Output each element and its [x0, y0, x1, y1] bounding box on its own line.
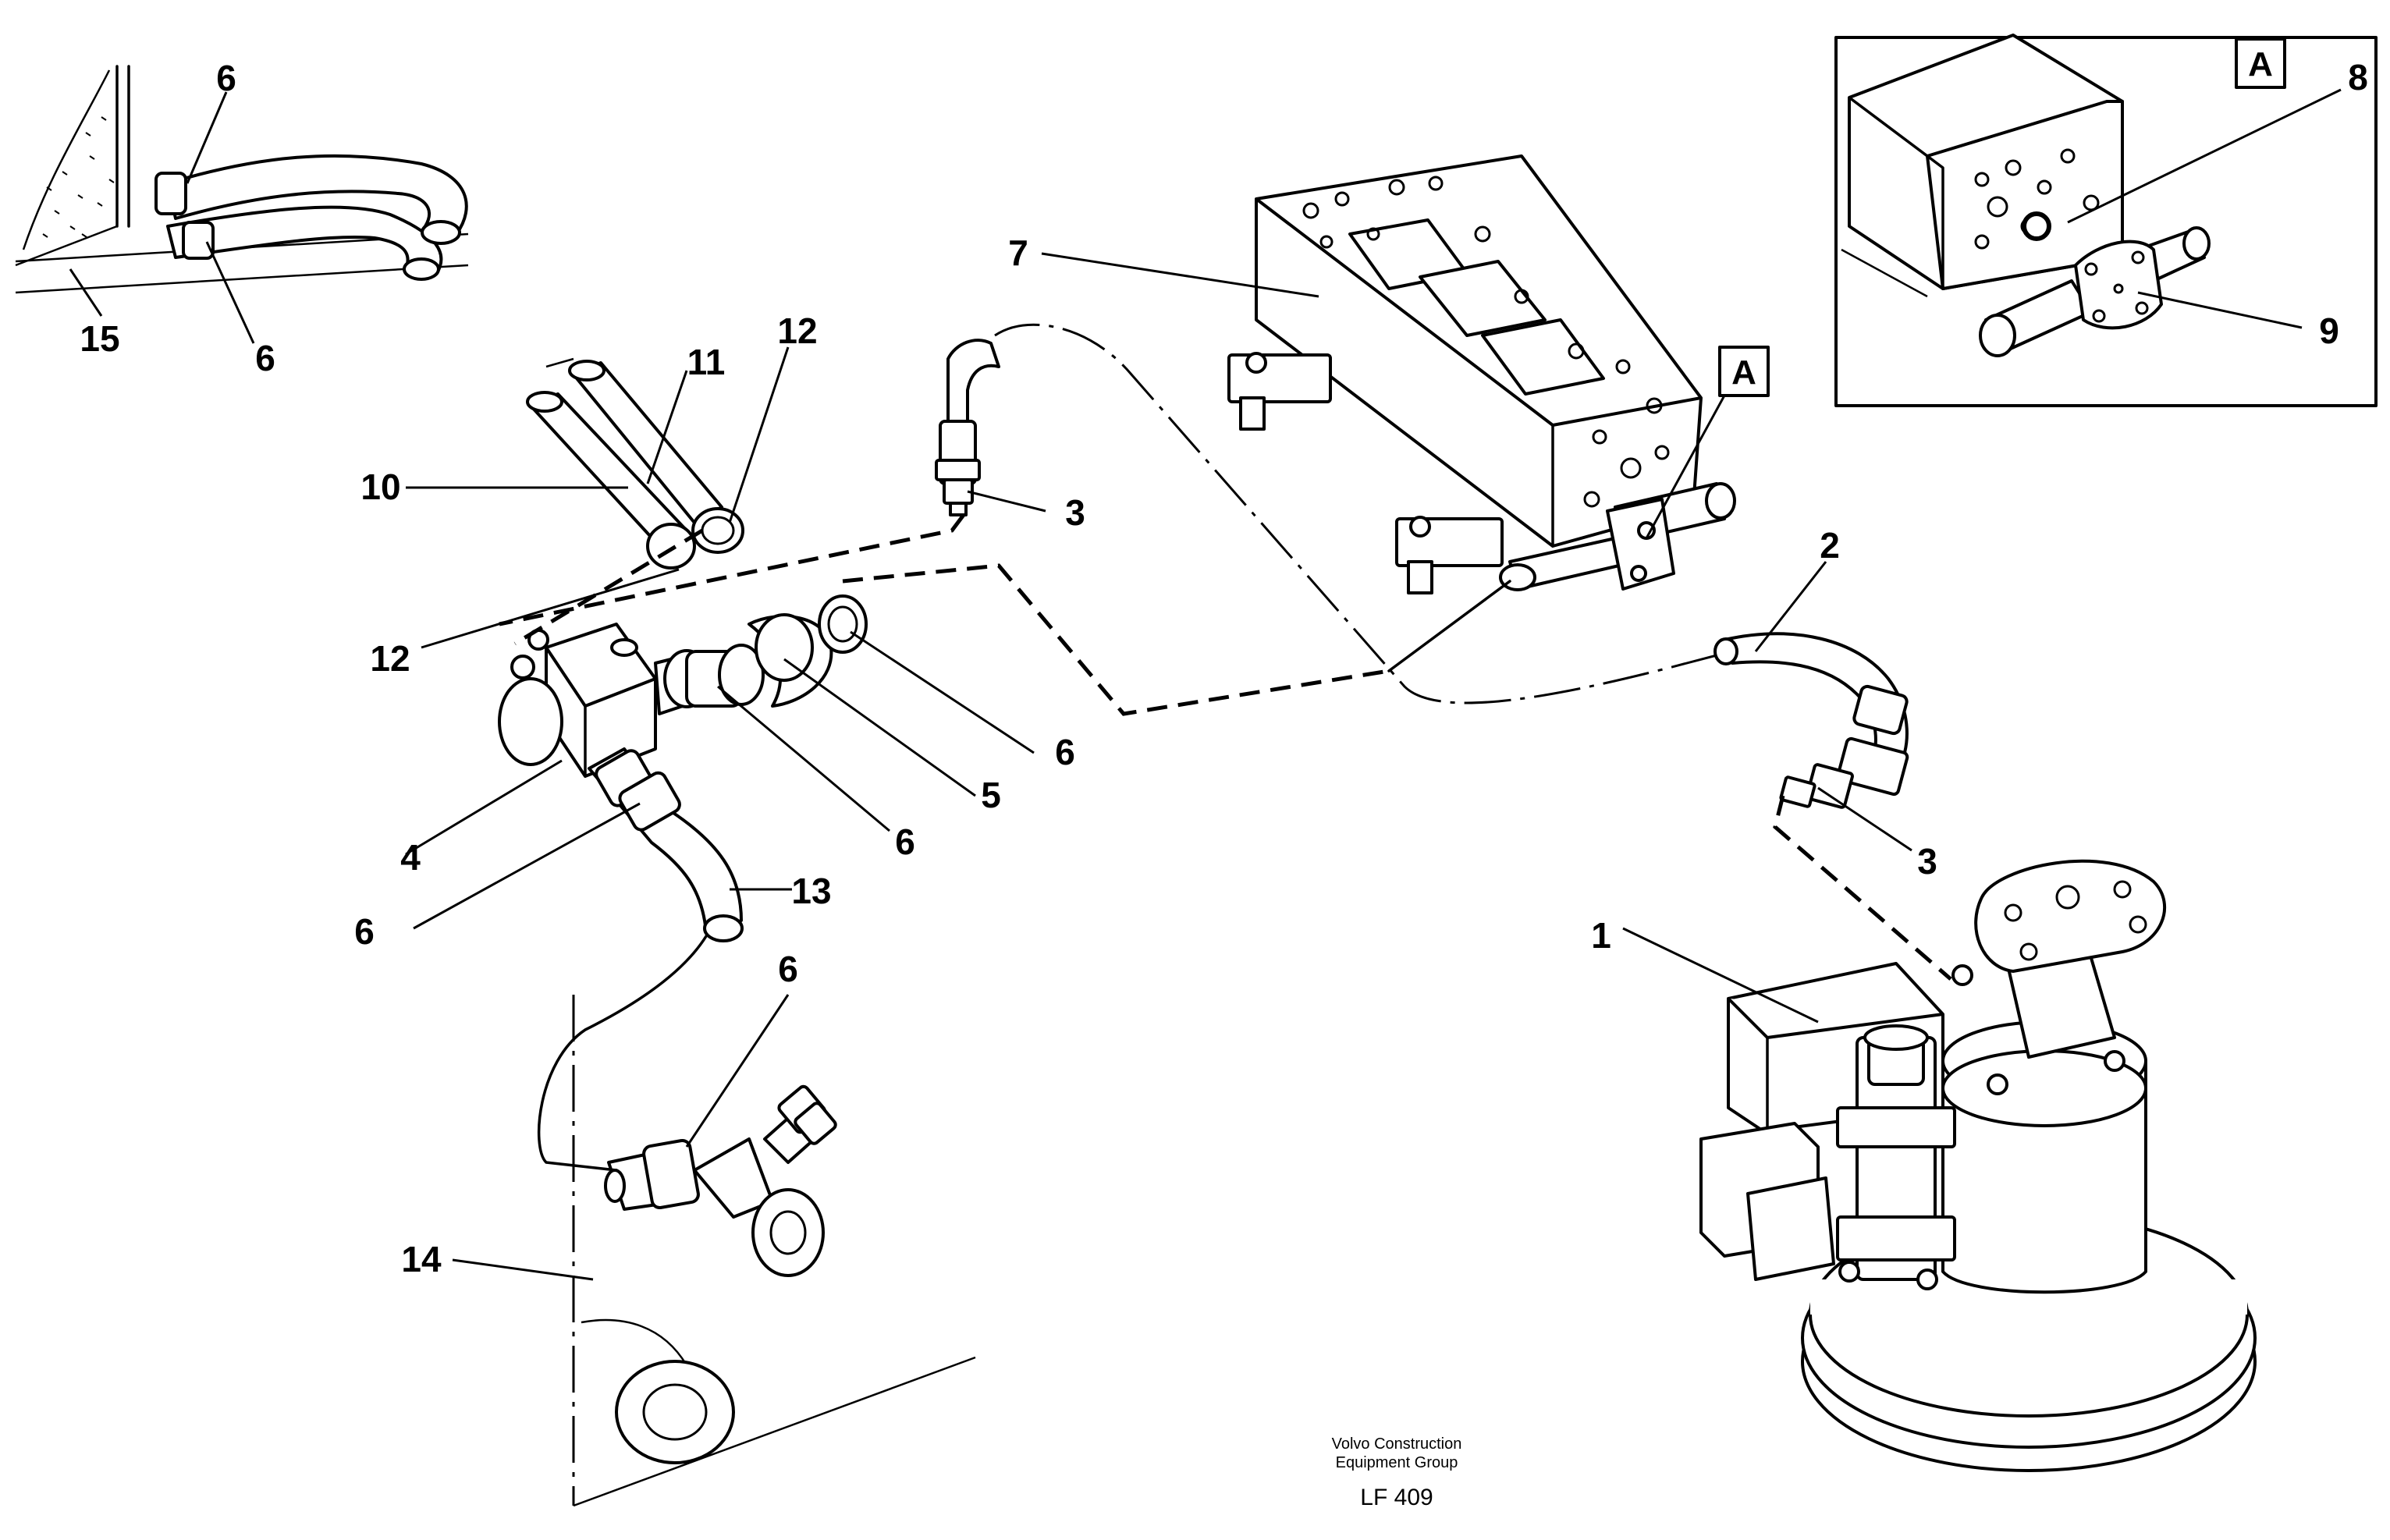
callout-5: 5	[981, 775, 1001, 815]
manifold-ports	[1302, 176, 1670, 508]
tank-outline-14	[572, 995, 976, 1507]
footer-line2: Equipment Group	[1336, 1454, 1458, 1471]
callout-12: 12	[370, 638, 410, 679]
callout-13: 13	[791, 871, 831, 911]
callout-6: 6	[216, 58, 236, 98]
detail-a-reference: A	[1645, 346, 1770, 539]
callout-6: 6	[895, 821, 915, 862]
footer-block: Volvo Construction Equipment Group LF 40…	[1332, 1435, 1462, 1510]
detail-a-inset: A	[1834, 34, 2378, 407]
callout-1: 1	[1591, 915, 1611, 956]
callout-3: 3	[1065, 492, 1085, 533]
hose-2-fitting	[1713, 632, 1909, 809]
hose-fitting-upper	[935, 339, 1000, 516]
callout-8: 8	[2348, 57, 2368, 98]
callout-14: 14	[401, 1239, 442, 1279]
callout-6: 6	[1055, 732, 1075, 772]
footer-line1: Volvo Construction	[1332, 1435, 1462, 1453]
footer-code: LF 409	[1360, 1485, 1433, 1510]
hoses-10-11	[526, 357, 744, 570]
radiator-detail	[15, 65, 469, 294]
callout-4: 4	[400, 837, 421, 878]
callout-11: 11	[687, 342, 726, 382]
callout-6: 6	[255, 338, 275, 378]
callout-15: 15	[80, 318, 119, 359]
elbow-fitting-flange	[604, 1084, 837, 1277]
radiator-core-texture	[42, 116, 115, 238]
pipe-routes	[499, 323, 1952, 1172]
callout-9: 9	[2319, 310, 2339, 351]
detail-a-label: A	[2248, 45, 2273, 83]
callout-labels: 6 6 15 10 11 12 12 7 3 2 3 1 8 9 4 6 5 6…	[80, 57, 2367, 1279]
leader-lines	[69, 88, 2342, 1281]
callout-7: 7	[1008, 232, 1028, 273]
callout-2: 2	[1820, 525, 1840, 566]
callout-3: 3	[1917, 841, 1937, 882]
callout-10: 10	[360, 467, 400, 507]
callout-6: 6	[778, 949, 798, 989]
coupling-set	[663, 594, 868, 708]
detail-a-reference-label: A	[1731, 353, 1756, 392]
elbow-hose-13	[588, 747, 744, 942]
pump-unit-1	[1699, 859, 2257, 1472]
valve-block-4	[498, 623, 684, 778]
callout-12: 12	[777, 310, 817, 351]
callout-6: 6	[354, 911, 375, 952]
manifold-block-7	[1227, 154, 1736, 594]
